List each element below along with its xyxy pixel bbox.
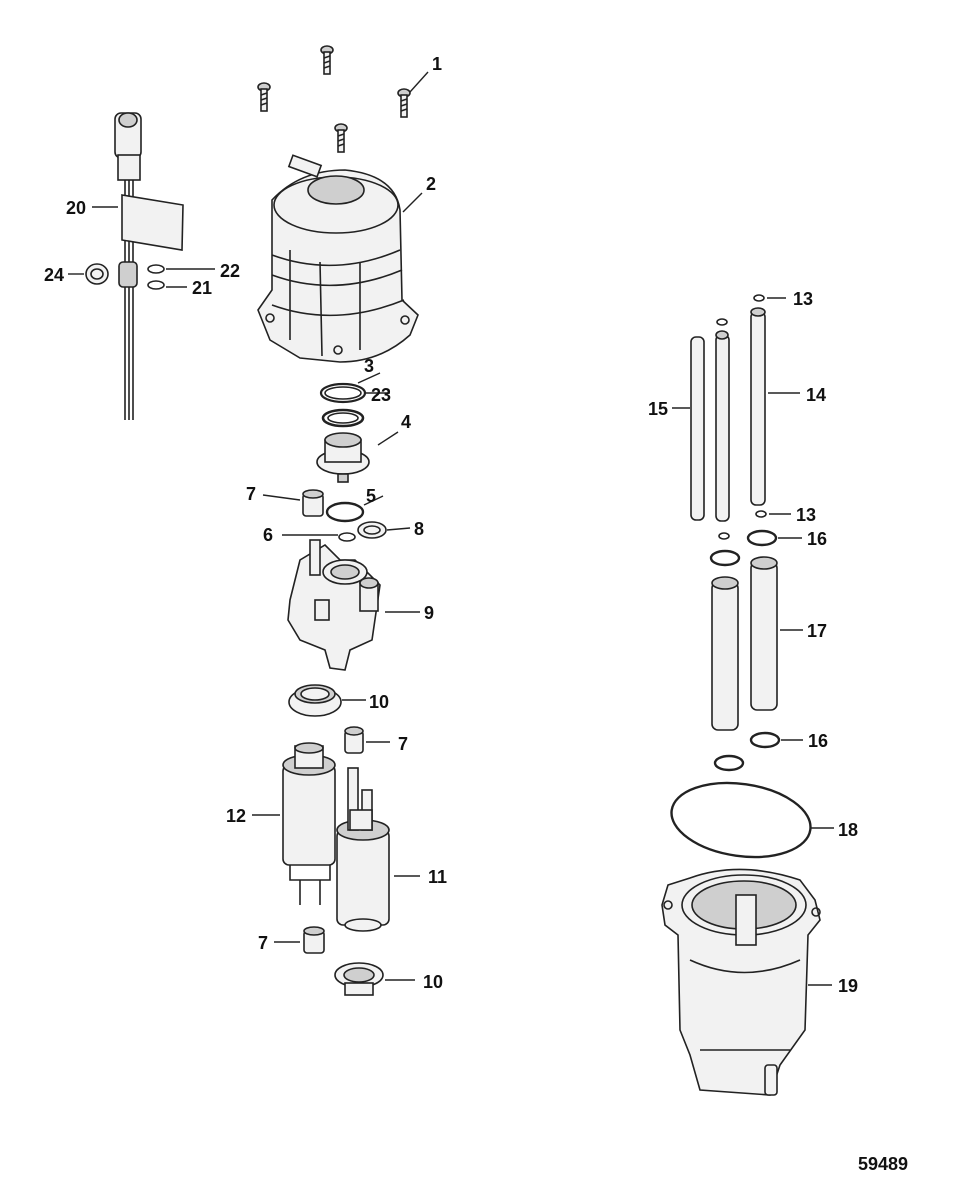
large-o-ring <box>670 781 812 859</box>
callout-label: 8 <box>414 519 424 539</box>
callout-label: 16 <box>808 731 828 751</box>
callout-label: 5 <box>366 486 376 506</box>
grommet-lower <box>334 962 384 996</box>
grommet-upper <box>288 684 342 717</box>
spacer-lower <box>303 926 325 954</box>
fuel-pump-left <box>282 742 336 905</box>
screw <box>320 45 334 75</box>
screw <box>257 82 271 112</box>
callout-label: 18 <box>838 820 858 840</box>
callout-label: 16 <box>807 529 827 549</box>
screw <box>334 123 348 153</box>
callout-label: 13 <box>796 505 816 525</box>
callout-label: 10 <box>369 692 389 712</box>
callout-label: 10 <box>423 972 443 992</box>
fuel-canister <box>661 868 821 1096</box>
callout-label: 4 <box>401 412 411 432</box>
seal-rings-upper <box>319 382 367 428</box>
callout-label: 7 <box>258 933 268 953</box>
callout-label: 20 <box>66 198 86 218</box>
callout-label: 12 <box>226 806 246 826</box>
spacers-and-rings-mid <box>302 489 387 542</box>
callout-label: 15 <box>648 399 668 419</box>
fuel-module-cover <box>257 154 419 363</box>
callout-label: 17 <box>807 621 827 641</box>
callout-label: 7 <box>398 734 408 754</box>
screw <box>397 88 411 118</box>
screws <box>257 45 411 153</box>
figure-id: 59489 <box>858 1154 909 1174</box>
callout-label: 13 <box>793 289 813 309</box>
callout-label: 3 <box>364 356 374 376</box>
callouts: 1 2 3 23 4 7 5 6 8 9 10 7 12 11 7 10 20 <box>44 54 858 996</box>
callout-label: 24 <box>44 265 64 285</box>
fuel-tubes <box>690 294 767 540</box>
callout-label: 9 <box>424 603 434 623</box>
filter-assembly <box>709 529 781 772</box>
callout-label: 1 <box>432 54 442 74</box>
pressure-regulator <box>316 432 370 483</box>
spacer-mid <box>344 726 364 754</box>
fuel-pump-right <box>336 767 390 932</box>
callout-label: 2 <box>426 174 436 194</box>
callout-label: 19 <box>838 976 858 996</box>
wire-harness <box>85 112 184 420</box>
callout-label: 7 <box>246 484 256 504</box>
callout-label: 21 <box>192 278 212 298</box>
callout-label: 23 <box>371 385 391 405</box>
fuel-manifold <box>287 539 381 671</box>
callout-label: 14 <box>806 385 826 405</box>
callout-label: 22 <box>220 261 240 281</box>
callout-label: 6 <box>263 525 273 545</box>
callout-label: 11 <box>428 867 447 887</box>
